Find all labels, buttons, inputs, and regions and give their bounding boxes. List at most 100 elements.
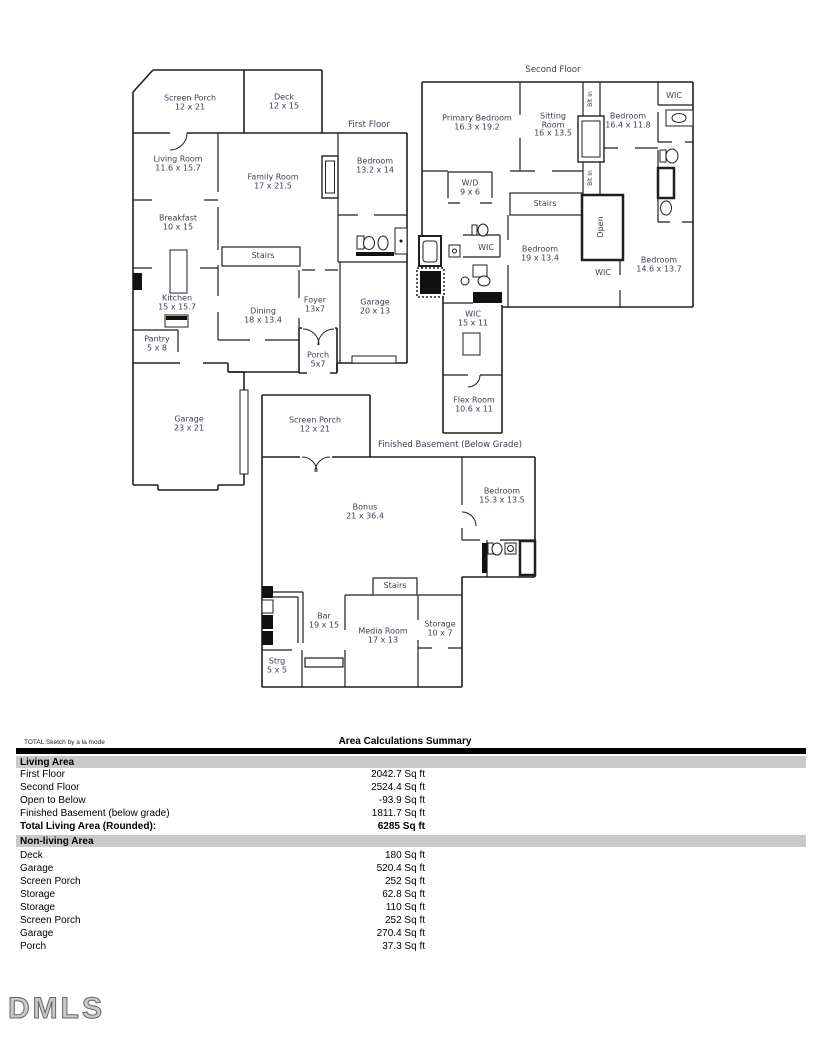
stairs-box-first: [221, 246, 301, 267]
row-value: 37.3 Sq ft: [382, 941, 425, 952]
open-to-below-box: [580, 193, 625, 262]
toilet-bowl-icon: [363, 236, 375, 250]
row-value: 252 Sq ft: [384, 876, 425, 887]
closet-icon: [462, 332, 481, 356]
room-label-stairs-1f: Stairs: [251, 250, 275, 260]
first-floor-fixtures: [133, 155, 408, 475]
row-value: 62.8 Sq ft: [382, 889, 425, 900]
table-row: First Floor 2042.7 Sq ft: [16, 769, 806, 782]
second-floor-fixtures: [416, 109, 694, 356]
table-row: Screen Porch 252 Sq ft: [16, 876, 806, 889]
room-label-open: Open: [595, 216, 605, 238]
kitchen-island-icon: [169, 249, 188, 294]
basement-fixtures: [261, 539, 537, 645]
row-label: Total Living Area (Rounded):: [20, 821, 157, 832]
room-label-wic-mid: WIC: [595, 267, 611, 277]
row-value: 1811.7 Sq ft: [371, 808, 425, 819]
row-value: 6285 Sq ft: [377, 821, 425, 832]
row-label: Screen Porch: [20, 876, 81, 887]
second-floor-title: Second Floor: [525, 65, 581, 75]
second-floor-interior-walls: [422, 82, 693, 376]
basement-doors: [301, 456, 477, 527]
first-floor-title: First Floor: [348, 120, 390, 130]
sink-icon: [472, 264, 488, 278]
vanity-icon: [482, 543, 487, 573]
row-value: 2042.7 Sq ft: [371, 769, 425, 780]
first-floor-walls: [132, 69, 408, 491]
row-label: Second Floor: [20, 782, 80, 793]
room-label-blt-in-1: Blt In: [586, 91, 594, 107]
row-label: Garage: [20, 928, 54, 939]
first-floor-doors: [169, 132, 335, 346]
table-row: Deck 180 Sq ft: [16, 850, 806, 863]
sink-icon: [504, 542, 517, 555]
second-floor-doors: [467, 374, 481, 388]
row-value: 180 Sq ft: [384, 850, 425, 861]
row-label: Deck: [20, 850, 43, 861]
row-label: Porch: [20, 941, 47, 952]
table-row: Storage 110 Sq ft: [16, 902, 806, 915]
nonliving-area-header: Non-living Area: [16, 835, 806, 847]
first-floor-interior-walls: [133, 133, 407, 363]
area-calculations-table: TOTAL Sketch by a la mode Area Calculati…: [16, 735, 806, 960]
toilet-icon: [356, 235, 365, 250]
row-label: Screen Porch: [20, 915, 81, 926]
room-label-wic-left: WIC: [478, 242, 494, 252]
table-title: Area Calculations Summary: [338, 736, 472, 747]
sink-icon: [460, 276, 470, 286]
row-value: 2524.4 Sq ft: [371, 782, 425, 793]
stairs-box-basement: [372, 577, 418, 596]
garage-door-icon: [351, 355, 397, 364]
room-label-stairs-b: Stairs: [383, 580, 407, 590]
row-value: 110 Sq ft: [385, 902, 425, 913]
row-label: Open to Below: [20, 795, 86, 806]
toilet-icon: [471, 224, 478, 236]
row-label: Garage: [20, 863, 54, 874]
bar-appliance-icon: [262, 586, 273, 598]
bar-appliance-icon: [261, 599, 274, 614]
shower-icon: [518, 539, 537, 577]
table-row: Porch 37.3 Sq ft: [16, 941, 806, 954]
toilet-icon: [660, 200, 672, 216]
step-icon: [304, 657, 344, 668]
sink-icon: [377, 235, 389, 251]
row-label: Storage: [20, 902, 56, 913]
row-label: First Floor: [20, 769, 65, 780]
vanity-icon: [356, 252, 394, 256]
counter-icon: [473, 292, 502, 303]
table-row: Second Floor 2524.4 Sq ft: [16, 782, 806, 795]
header-divider-bar: [16, 748, 806, 754]
room-label-blt-in-2: Blt In: [586, 170, 594, 186]
toilet-icon: [659, 149, 667, 163]
table-row: Open to Below-93.9 Sq ft: [16, 795, 806, 808]
row-value: 520.4 Sq ft: [376, 863, 425, 874]
basement-interior-walls: [262, 457, 535, 687]
table-row: Garage 520.4 Sq ft: [16, 863, 806, 876]
toilet-icon: [477, 275, 491, 287]
bar-appliance-icon: [262, 631, 273, 645]
row-label: Finished Basement (below grade): [20, 808, 170, 819]
